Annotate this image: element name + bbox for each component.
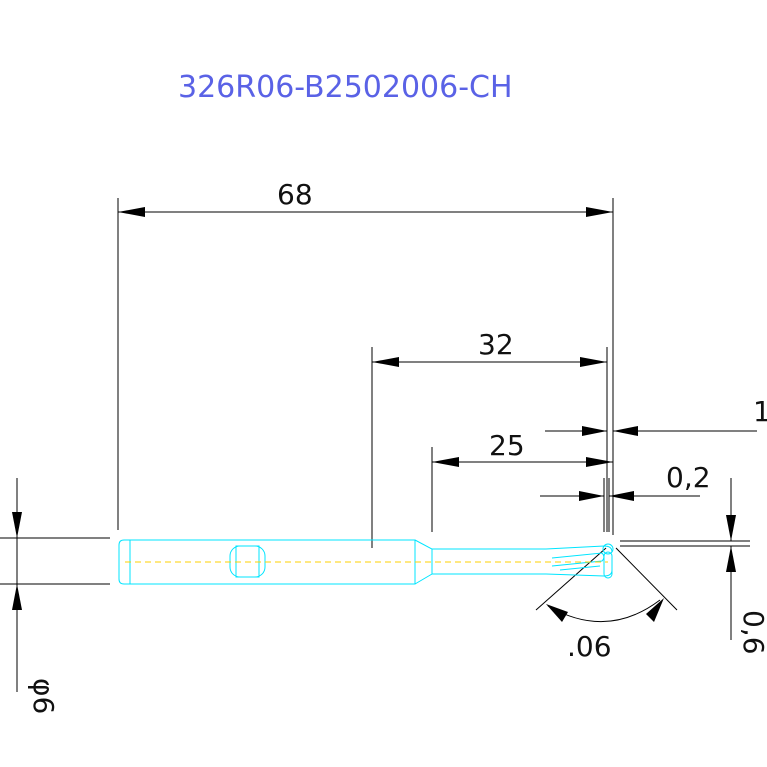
shank-outline [118,539,416,585]
arrow-68-left [118,207,145,217]
dim-text-25: 25 [489,429,525,462]
angle-arc [547,599,661,622]
ball-tip [602,543,614,555]
arrow-dia06-top [726,515,736,541]
dim-text-dia06: 0,6 [737,610,767,655]
dim-text-02: 0,2 [666,461,711,494]
arrow-angle-right [646,598,664,622]
dim-text-angle: .06 [567,630,612,663]
angle-ext-right [615,547,678,611]
arrow-68-right [586,207,613,217]
arrow-1-right [613,426,638,436]
dim-text-1: 1 [753,395,767,428]
arrow-32-left [372,357,399,367]
flute-2 [559,565,601,571]
flute-bottom [545,569,613,577]
arrow-32-right [580,357,607,367]
arrow-02-left [579,491,604,501]
drawing-title: 326R06-B2502006-CH [178,70,513,105]
arrow-25-right [586,457,613,467]
tip-body [603,551,613,579]
arrow-1-left [582,426,607,436]
flute-1 [551,552,605,567]
dim-text-68: 68 [277,178,313,211]
arrow-dia6-top [12,512,22,538]
taper-outline [414,539,433,585]
dim-text-dia6: φ6 [27,678,60,714]
dim-text-32: 32 [478,328,514,361]
arrow-angle-left [546,604,568,622]
angle-ext-left [535,547,607,611]
arrow-25-left [432,457,459,467]
arrow-dia6-bottom [12,584,22,610]
arrow-dia06-bottom [726,546,736,572]
arrow-02-right [609,491,634,501]
